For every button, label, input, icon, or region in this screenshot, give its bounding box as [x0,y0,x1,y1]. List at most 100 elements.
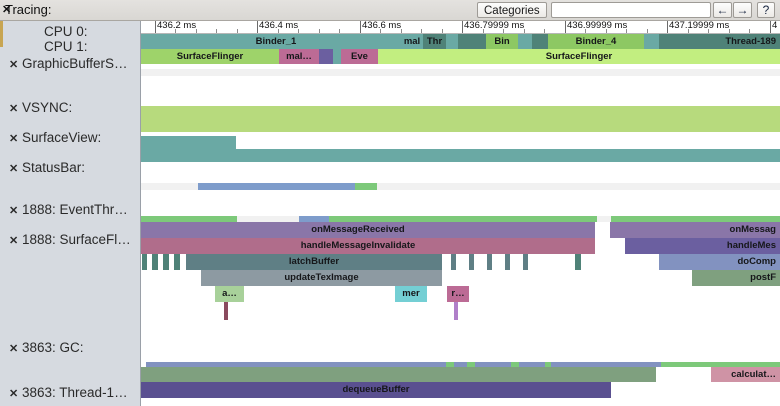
trace-slice-unlabeled[interactable] [451,254,456,270]
track-label-0[interactable]: CPU 0: [0,24,140,42]
track-label-5[interactable]: ✕StatusBar: [0,160,140,178]
ruler-tick-minor [626,29,627,33]
trace-slice[interactable]: a… [215,286,244,302]
trace-slice-unlabeled[interactable] [469,254,474,270]
track-label-text: CPU 1: [44,39,88,54]
trace-slice-unlabeled[interactable] [575,222,595,238]
trace-slice-unlabeled[interactable] [319,49,333,64]
trace-slice-unlabeled[interactable] [611,216,780,222]
trace-slice-unlabeled[interactable] [454,362,467,367]
trace-slice-unlabeled[interactable] [237,216,299,222]
close-icon[interactable]: ✕ [2,4,12,16]
trace-slice-unlabeled[interactable] [329,216,597,222]
track-close-icon[interactable]: ✕ [9,133,19,145]
trace-slice-unlabeled[interactable] [519,362,545,367]
trace-slice-unlabeled[interactable] [142,254,147,270]
trace-slice[interactable]: SurfaceFlinger [378,49,780,64]
trace-slice[interactable]: calculat… [711,367,780,382]
trace-slice-unlabeled[interactable] [198,183,355,190]
search-input[interactable] [551,2,711,18]
track-label-8[interactable]: ✕3863: GC: [0,340,140,358]
help-button[interactable]: ? [757,2,775,18]
track-close-icon[interactable]: ✕ [9,388,19,400]
track-label-9[interactable]: ✕3863: Thread-1… [0,385,140,403]
trace-slice-unlabeled[interactable] [475,362,511,367]
trace-slice-unlabeled[interactable] [141,149,780,162]
trace-slice-unlabeled[interactable] [163,254,169,270]
trace-slice-unlabeled[interactable] [141,69,780,76]
trace-slice-unlabeled[interactable] [644,34,659,49]
trace-slice-unlabeled[interactable] [141,183,780,190]
trace-slice-unlabeled[interactable] [597,216,611,222]
track-label-column: CPU 0:CPU 1: ✕GraphicBufferS… ✕VSYNC: ✕Surf… [0,21,141,406]
track-close-icon[interactable]: ✕ [9,103,19,115]
trace-slice[interactable]: mal [401,34,423,49]
trace-slice-unlabeled[interactable] [224,302,228,320]
trace-slice-unlabeled[interactable] [511,362,519,367]
trace-slice[interactable]: dequeueBuffer [141,382,611,398]
trace-slice-unlabeled[interactable] [299,216,329,222]
trace-slice[interactable]: mer [395,286,427,302]
trace-slice[interactable]: mal… [279,49,319,64]
trace-slice[interactable]: handleMes [625,238,780,254]
track-label-1[interactable]: CPU 1: [0,39,140,57]
trace-slice-unlabeled[interactable] [458,34,486,49]
trace-slice-unlabeled[interactable] [174,254,180,270]
trace-slice[interactable]: Binder_4 [548,34,644,49]
trace-slice-unlabeled[interactable] [661,362,780,367]
track-label-7[interactable]: ✕1888: SurfaceFl… [0,232,140,250]
trace-slice-unlabeled[interactable] [355,183,377,190]
trace-slice-unlabeled[interactable] [551,362,661,367]
track-close-icon[interactable]: ✕ [9,343,19,355]
track-close-icon[interactable]: ✕ [9,205,19,217]
trace-slice-unlabeled[interactable] [518,34,532,49]
trace-slice[interactable]: onMessag [610,222,780,238]
track-close-icon[interactable]: ✕ [9,59,19,71]
trace-slice-unlabeled[interactable] [141,136,236,149]
trace-slice[interactable]: Thr [423,34,446,49]
trace-slice-unlabeled[interactable] [152,254,158,270]
trace-slice-unlabeled[interactable] [141,34,151,49]
track-label-6[interactable]: ✕1888: EventThr… [0,202,140,220]
trace-slice-unlabeled[interactable] [446,362,454,367]
trace-slice-unlabeled[interactable] [141,367,656,382]
trace-slice[interactable]: updateTexImage [201,270,442,286]
nav-next-button[interactable]: → [733,2,752,18]
track-close-icon[interactable]: ✕ [9,163,19,175]
nav-prev-button[interactable]: ← [713,2,732,18]
trace-slice[interactable]: handleMessageInvalidate [141,238,575,254]
trace-slice[interactable]: doComp [659,254,780,270]
trace-slice-unlabeled[interactable] [141,216,237,222]
trace-slice-unlabeled[interactable] [523,254,528,270]
trace-slice-unlabeled[interactable] [532,34,548,49]
ruler-tick-label: 4 [772,21,778,31]
trace-slice-unlabeled[interactable] [146,362,446,367]
trace-slice-unlabeled[interactable] [454,302,458,320]
trace-slice[interactable]: r… [447,286,469,302]
trace-slice[interactable]: Binder_1 [151,34,401,49]
categories-button[interactable]: Categories [477,2,547,18]
track-label-2[interactable]: ✕GraphicBufferS… [0,56,140,74]
trace-slice-unlabeled[interactable] [487,254,492,270]
track-close-icon[interactable]: ✕ [9,235,19,247]
trace-slice[interactable]: Eve [341,49,378,64]
trace-slice[interactable]: onMessageReceived [141,222,575,238]
trace-slice-unlabeled[interactable] [575,238,595,254]
trace-slice-unlabeled[interactable] [467,362,475,367]
trace-slice[interactable]: Bin [486,34,518,49]
track-label-3[interactable]: ✕VSYNC: [0,100,140,118]
trace-slice-unlabeled[interactable] [141,106,780,132]
trace-slice-unlabeled[interactable] [505,254,510,270]
trace-slice[interactable]: Thread-189 [659,34,780,49]
trace-slice-unlabeled[interactable] [446,34,458,49]
trace-slice[interactable]: postF [692,270,780,286]
trace-slice[interactable]: latchBuffer [186,254,442,270]
trace-slice[interactable]: SurfaceFlinger [141,49,279,64]
trace-slice-unlabeled[interactable] [575,254,581,270]
ruler-tick-minor [688,29,689,33]
trace-slice-unlabeled[interactable] [545,362,551,367]
track-label-4[interactable]: ✕SurfaceView: [0,130,140,148]
trace-slice-unlabeled[interactable] [333,49,341,64]
